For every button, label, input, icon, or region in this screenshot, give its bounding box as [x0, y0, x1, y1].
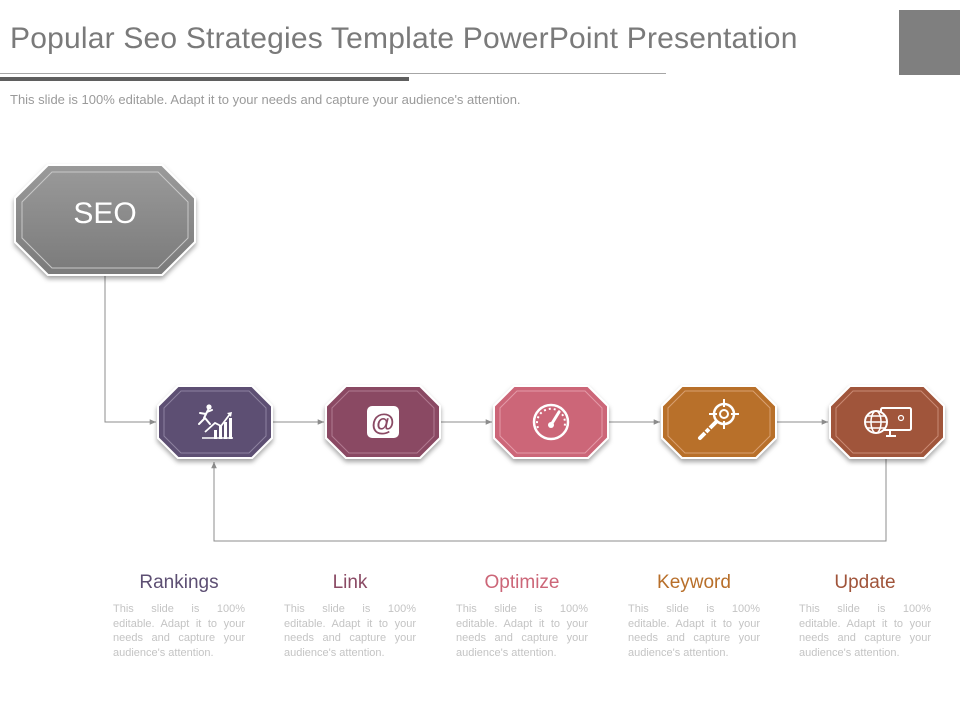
page-title: Popular Seo Strategies Template PowerPoi…	[10, 22, 798, 55]
corner-decoration	[899, 10, 960, 75]
target-search-icon	[698, 399, 739, 440]
title-divider-thick	[0, 77, 409, 81]
seo-to-rankings-connector	[104, 275, 156, 425]
at-sign-icon: @	[367, 406, 399, 438]
step-title: Optimize	[484, 572, 560, 593]
connectors	[104, 275, 887, 542]
seo-node	[14, 164, 196, 276]
step-title: Link	[332, 572, 368, 593]
update-feedback-connector	[211, 458, 887, 542]
page-subtitle: This slide is 100% editable. Adapt it to…	[10, 92, 521, 107]
step-title: Update	[834, 572, 896, 593]
svg-text:@: @	[371, 410, 394, 437]
rankings-chart-icon	[198, 404, 233, 439]
step-description: This slide is 100% editable. Adapt it to…	[113, 603, 245, 659]
step-description: This slide is 100% editable. Adapt it to…	[456, 603, 588, 659]
speedometer-icon	[532, 403, 570, 441]
step-title: Keyword	[657, 572, 731, 593]
step-title: Rankings	[139, 572, 219, 593]
step-description: This slide is 100% editable. Adapt it to…	[628, 603, 760, 659]
globe-monitor-icon	[864, 407, 912, 437]
step-description: This slide is 100% editable. Adapt it to…	[799, 603, 931, 659]
seo-node-label: SEO	[73, 197, 137, 230]
step-description: This slide is 100% editable. Adapt it to…	[284, 603, 416, 659]
title-divider-thin	[0, 73, 666, 74]
